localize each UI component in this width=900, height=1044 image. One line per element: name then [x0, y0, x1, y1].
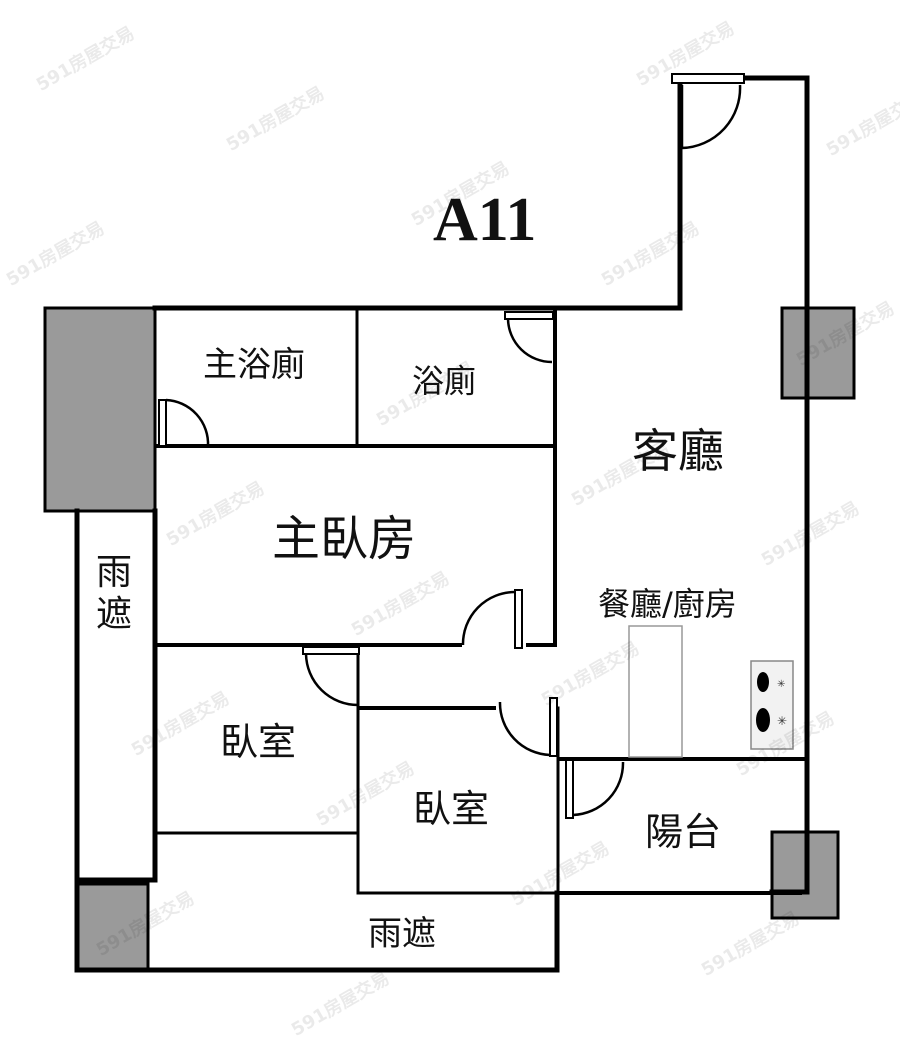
room-label-master-bath: 主浴廁 [203, 345, 305, 385]
balcony-door-swing [572, 761, 625, 817]
flame-icon: ✳ [777, 679, 785, 690]
bath-door-leaf [504, 311, 554, 320]
room-label-dining-kitchen: 餐廳/廚房 [598, 585, 737, 623]
master-bath-door-leaf [158, 399, 167, 447]
balcony-door-leaf [565, 759, 574, 819]
wall-right [737, 75, 810, 895]
burner-icon [757, 672, 769, 692]
entry-door-frame [671, 73, 745, 84]
room-label-canopy-bottom: 雨遮 [368, 914, 436, 954]
room-label-balcony: 陽台 [645, 810, 722, 854]
burner-icon [756, 708, 770, 732]
wall-top-section [152, 75, 683, 311]
bedroom2-door-leaf [549, 697, 558, 757]
column-right-top [780, 306, 856, 400]
room-label-canopy-left-char-2: 遮 [96, 594, 133, 635]
master-bath-door-swing [165, 398, 210, 447]
flame-icon: ✳ [777, 714, 787, 728]
master-bedroom-door-leaf [514, 589, 523, 649]
kitchen-counter [628, 625, 683, 758]
stove [750, 660, 794, 750]
column-bottom-left [76, 882, 150, 972]
room-label-bedroom-1: 臥室 [220, 720, 297, 764]
bedroom1-door-leaf [302, 646, 360, 655]
room-label-master-bedroom: 主臥房 [272, 511, 417, 567]
room-label-bath: 浴廁 [412, 362, 477, 400]
wall-bottom-left [74, 508, 560, 973]
room-label-canopy-left-char-1: 雨 [96, 552, 133, 593]
entry-door-swing [680, 84, 742, 150]
column-top-left [43, 306, 157, 513]
master-bedroom-door-swing [461, 590, 516, 646]
room-label-living-room: 客廳 [632, 424, 724, 478]
bedroom2-door-swing [498, 701, 551, 757]
unit-title: A11 [433, 186, 537, 254]
room-label-bedroom-2: 臥室 [413, 787, 490, 831]
bedroom1-door-swing [304, 653, 359, 707]
bath-door-swing [506, 318, 553, 364]
